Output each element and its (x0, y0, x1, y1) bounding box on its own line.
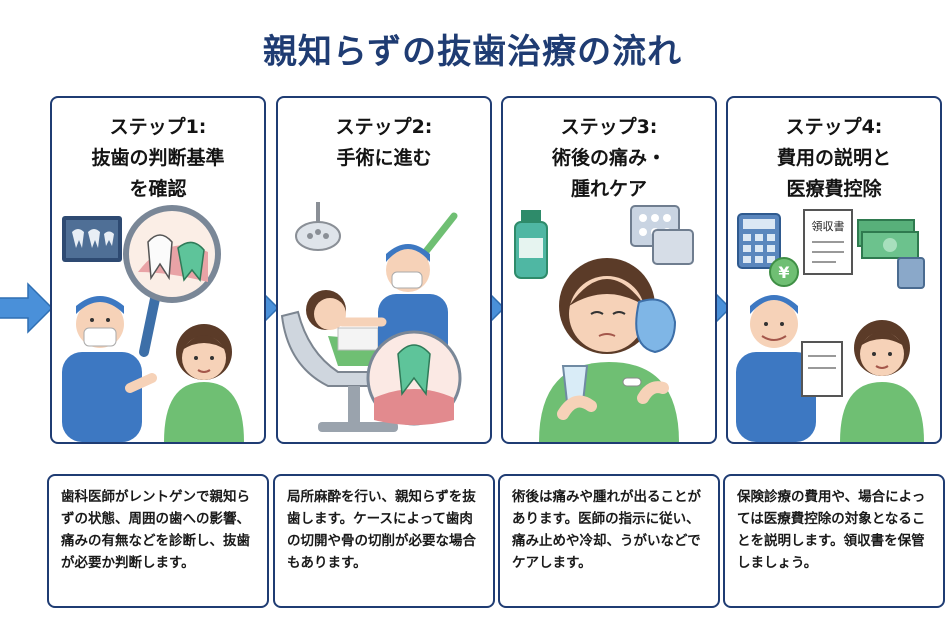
dentist-figure (62, 296, 157, 442)
ice-pack-icon (635, 298, 677, 354)
dental-chair (280, 310, 399, 432)
patient-figure (840, 320, 924, 442)
step-1-card: ステップ1: 抜歯の判断基準 を確認 (50, 96, 266, 444)
water-glass-icon (557, 365, 597, 420)
page-title: 親知らずの抜歯治療の流れ (262, 32, 683, 72)
magnifier-icon (123, 205, 221, 357)
step-3-heading: ステップ3: 術後の痛み・ 腫れケア (551, 116, 666, 200)
step-4-heading: ステップ4: 費用の説明と 医療費控除 (776, 116, 891, 200)
cash-stack-icon (857, 219, 925, 289)
xray-icon (62, 216, 122, 262)
surgery-illustration (280, 202, 462, 432)
receipt-icon: 領収書 (803, 209, 853, 275)
svg-text:¥: ¥ (778, 263, 789, 282)
patient-figure (164, 324, 244, 442)
step-1-description: 歯科医師がレントゲンで親知らずの状態、周囲の歯への影響、痛みの有無などを診断し、… (47, 474, 269, 608)
document-icon (801, 341, 843, 397)
step-4-card: ステップ4: 費用の説明と 医療費控除 ¥ 領収書 (726, 96, 942, 444)
tooth-closeup-icon (366, 330, 462, 426)
aftercare-illustration (514, 205, 694, 442)
dentist-diagnosis-illustration (62, 205, 244, 442)
dental-lamp-icon (295, 202, 341, 251)
mouthwash-icon (514, 210, 548, 279)
step-4-description: 保険診療の費用や、場合によっては医療費控除の対象となることを説明します。領収書を… (723, 474, 945, 608)
flow-arrow-icon (0, 282, 54, 334)
step-2-heading: ステップ2: 手術に進む (335, 116, 433, 169)
step-3-description: 術後は痛みや腫れが出ることがあります。医師の指示に従い、痛み止めや冷却、うがいな… (498, 474, 720, 608)
cost-explanation-illustration: ¥ 領収書 (736, 209, 925, 442)
dentist-figure (736, 295, 816, 442)
step-2-description: 局所麻酔を行い、親知らずを抜歯します。ケースによって歯肉の切開や骨の切削が必要な… (273, 474, 495, 608)
pill-pack-icon (630, 205, 694, 265)
step-3-card: ステップ3: 術後の痛み・ 腫れケア (501, 96, 717, 444)
yen-coin-icon: ¥ (769, 257, 799, 287)
pill-icon (622, 377, 669, 404)
svg-text:領収書: 領収書 (812, 219, 845, 233)
step-2-card: ステップ2: 手術に進む (276, 96, 492, 444)
calculator-icon (737, 213, 781, 269)
step-1-heading: ステップ1: 抜歯の判断基準 を確認 (91, 116, 225, 200)
